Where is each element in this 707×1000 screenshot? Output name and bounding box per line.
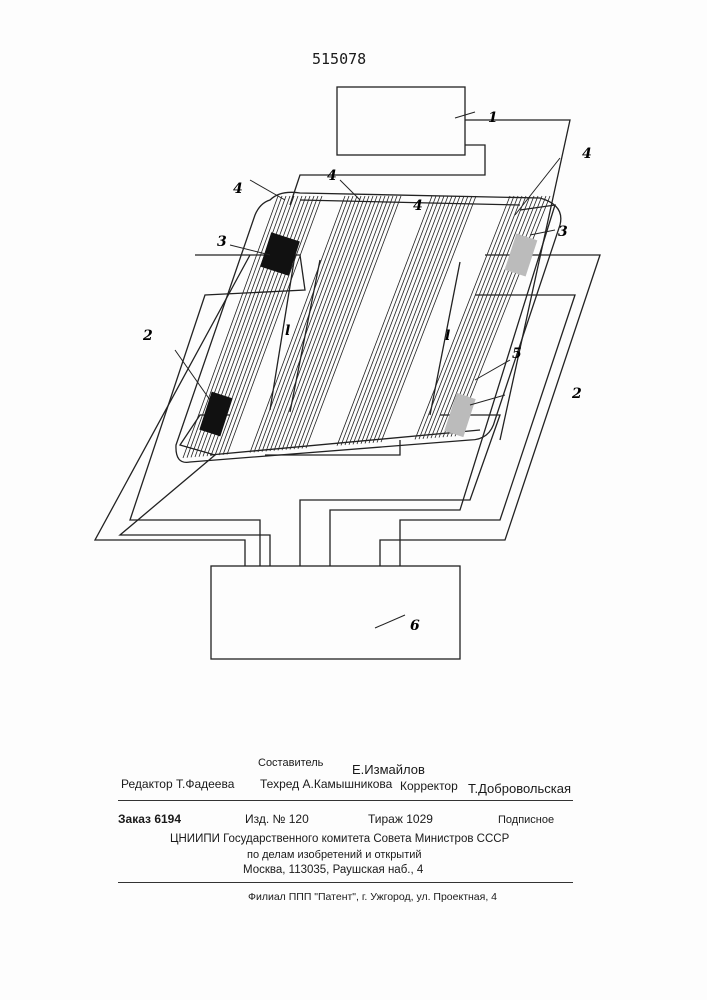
- hatch-line: [219, 196, 314, 455]
- compiler-label: Составитель: [258, 757, 323, 769]
- org-line-3: Москва, 113035, Раушская наб., 4: [243, 864, 423, 876]
- hatch-line: [302, 196, 397, 448]
- label-1: 1: [488, 110, 498, 126]
- hatch-line: [187, 196, 282, 458]
- block-6: [211, 566, 460, 659]
- label-2-left: 2: [142, 328, 153, 344]
- order: Заказ 6194: [118, 812, 181, 826]
- divider: [118, 800, 573, 801]
- label-5: 5: [512, 346, 522, 362]
- techred: Техред А.Камышникова: [260, 777, 392, 791]
- divider: [118, 882, 573, 883]
- label-2-right: 2: [571, 386, 582, 402]
- block-1: [337, 87, 465, 155]
- label-3-right: 3: [558, 224, 568, 240]
- label-6: 6: [410, 618, 420, 634]
- corrector-name: Т.Добровольская: [468, 781, 571, 796]
- label-3-left: 3: [217, 234, 227, 250]
- hatch-line: [431, 196, 526, 438]
- hatch-line: [306, 196, 401, 448]
- compiler-name: Е.Измайлов: [352, 762, 425, 777]
- org-line-2: по делам изобретений и открытий: [247, 849, 422, 861]
- edition: Изд. № 120: [245, 812, 309, 826]
- editor: Редактор Т.Фадеева: [121, 777, 234, 791]
- hatch-line: [298, 196, 393, 449]
- subscription: Подписное: [498, 814, 554, 826]
- org-line-1: ЦНИИПИ Государственного комитета Совета …: [170, 833, 509, 845]
- label-length-right: l: [445, 328, 450, 344]
- device-diagram: 1 2 2 3 3 4 4 4 4 5 6 l l: [0, 0, 707, 700]
- print-run: Тираж 1029: [368, 812, 433, 826]
- branch: Филиал ППП "Патент", г. Ужгород, ул. Про…: [248, 891, 497, 903]
- label-4-d: 4: [413, 198, 423, 214]
- corrector-label: Корректор: [400, 779, 458, 793]
- sheet-outline: [176, 192, 561, 462]
- sensor-3-right: [505, 234, 538, 277]
- label-4-b: 4: [327, 168, 337, 184]
- label-length-left: l: [285, 323, 290, 339]
- label-4-c: 4: [582, 146, 592, 162]
- label-4-a: 4: [233, 181, 243, 197]
- hatch-line: [215, 196, 310, 455]
